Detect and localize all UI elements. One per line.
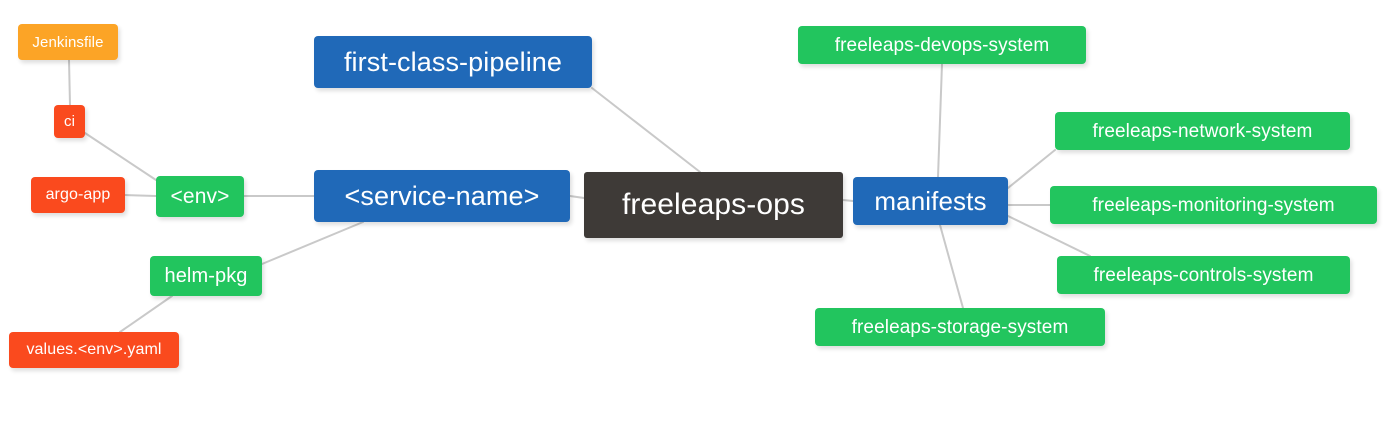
node-label: freeleaps-ops: [621, 188, 806, 221]
node-helm-pkg[interactable]: helm-pkg: [150, 256, 262, 296]
node-freeleaps-controls-system[interactable]: freeleaps-controls-system: [1057, 256, 1350, 294]
node-label: helm-pkg: [164, 265, 248, 287]
node-first-class-pipeline[interactable]: first-class-pipeline: [314, 36, 592, 88]
node-freeleaps-devops-system[interactable]: freeleaps-devops-system: [798, 26, 1086, 64]
node-label: values.<env>.yaml: [26, 341, 162, 358]
node-label: freeleaps-monitoring-system: [1092, 194, 1335, 216]
node-label: freeleaps-network-system: [1092, 120, 1313, 142]
node-label: ci: [63, 113, 76, 130]
node-freeleaps-monitoring-system[interactable]: freeleaps-monitoring-system: [1050, 186, 1377, 224]
node-manifests[interactable]: manifests: [853, 177, 1008, 225]
node-ci[interactable]: ci: [54, 105, 85, 138]
node-label: freeleaps-storage-system: [851, 316, 1069, 338]
node-values-yaml[interactable]: values.<env>.yaml: [9, 332, 179, 368]
node-freeleaps-storage-system[interactable]: freeleaps-storage-system: [815, 308, 1105, 346]
node-env[interactable]: <env>: [156, 176, 244, 217]
node-label: freeleaps-devops-system: [834, 34, 1050, 56]
node-freeleaps-network-system[interactable]: freeleaps-network-system: [1055, 112, 1350, 150]
node-service-name[interactable]: <service-name>: [314, 170, 570, 222]
node-freeleaps-ops[interactable]: freeleaps-ops: [584, 172, 843, 238]
node-label: <env>: [170, 185, 230, 208]
node-jenkinsfile[interactable]: Jenkinsfile: [18, 24, 118, 60]
node-label: first-class-pipeline: [343, 46, 563, 77]
node-label: argo-app: [45, 186, 111, 203]
node-label: Jenkinsfile: [32, 33, 104, 51]
node-label: freeleaps-controls-system: [1093, 264, 1314, 286]
node-argo-app[interactable]: argo-app: [31, 177, 125, 213]
node-label: <service-name>: [344, 180, 540, 211]
node-label: manifests: [874, 186, 987, 216]
